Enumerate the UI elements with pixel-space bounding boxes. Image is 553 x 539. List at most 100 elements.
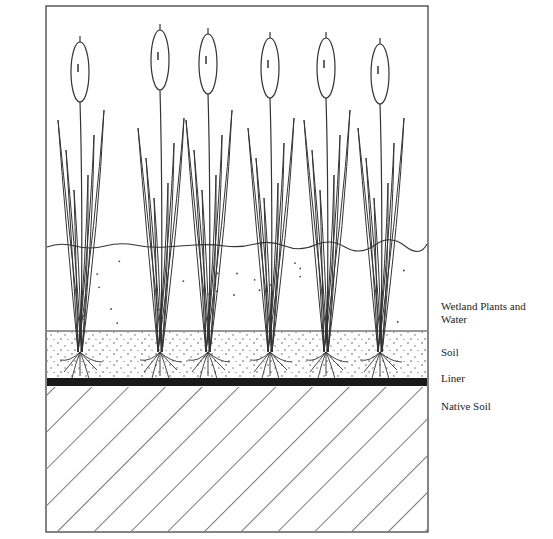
root [254,352,270,372]
root [64,352,80,372]
cattail-leaf [78,110,104,352]
cattail-leaf [194,150,210,352]
speck [118,260,120,262]
speck [403,270,405,272]
speck [110,308,112,310]
root [80,352,81,376]
soil-layer [47,332,427,378]
layer-label: Wetland Plants and Water [441,300,531,326]
cattail-leaf [146,158,162,352]
speck [83,318,85,320]
cattail-leaf [74,190,82,352]
speck [259,289,261,291]
cattail-head [261,38,279,98]
root [60,352,80,360]
cattail-mark [377,66,379,74]
cattail-leaf [78,175,88,352]
root [326,352,348,362]
cattail-leaf [374,198,382,352]
cattail-leaf [268,118,294,352]
root [364,352,380,372]
cattail-leaf [206,175,216,352]
cattail-leaf [324,175,334,352]
cattail-leaf [248,128,272,352]
root [270,352,292,362]
cattail-leaf [202,190,210,352]
cattail-tip [325,32,326,38]
layer-label: Liner [441,372,541,385]
root [208,352,209,376]
speck [116,322,118,324]
root [80,352,102,362]
cattail-leaf [312,150,328,352]
cattail-head [199,34,217,94]
soil-top [47,331,427,332]
cattail-leaf [158,183,168,352]
root [306,352,326,360]
cattail-leaf [378,183,388,352]
cattail-leaf [268,183,278,352]
cattail-leaf [304,120,328,352]
root [160,352,161,376]
native-soil [47,387,427,531]
root [360,352,380,360]
root [208,352,230,362]
cattail-mark [323,60,325,68]
speck [397,321,399,323]
root [380,352,381,376]
cattail-leaf [206,110,232,352]
cattail-mark [205,56,207,64]
cattail-head [71,42,89,102]
root [310,352,326,372]
speck [254,279,256,281]
cattail-leaf [264,198,272,352]
cattail-tip [379,38,380,44]
layer-label: Soil [441,346,541,359]
cattail-leaf [138,128,162,352]
speck [294,262,296,264]
root [160,352,182,362]
cattail-leaf [186,120,210,352]
cattail-leaf [366,158,382,352]
cattail-leaf [66,150,82,352]
cattail-leaf [256,158,272,352]
speck [182,280,184,282]
root [140,352,160,360]
cattail-tip [79,36,80,42]
speck [299,268,301,270]
speck [207,293,209,295]
root [326,352,327,376]
cattail-mark [157,52,159,60]
cattail-leaf [378,118,404,352]
speck [236,273,238,275]
cattail-head [371,44,389,104]
cattail-head [317,38,335,98]
cattail-leaf [358,128,382,352]
water-specks [83,260,405,324]
speck [233,294,235,296]
cattail-mark [267,60,269,68]
speck [217,272,219,274]
cattail-plants [58,24,404,379]
cattail-leaf [154,198,162,352]
cattail-tip [269,32,270,38]
speck [96,273,98,275]
frame [46,6,428,532]
root [250,352,270,360]
speck [158,309,160,311]
root [380,352,402,362]
speck [216,291,218,293]
speck [83,315,85,317]
cattail-leaf [58,120,82,352]
root [270,352,271,376]
liner [47,378,427,386]
root [192,352,208,372]
cattail-mark [77,64,79,72]
cattail-leaf [324,110,350,352]
speck [299,276,301,278]
layer-label: Native Soil [441,400,541,413]
cattail-tip [207,28,208,34]
cattail-tip [159,24,160,30]
